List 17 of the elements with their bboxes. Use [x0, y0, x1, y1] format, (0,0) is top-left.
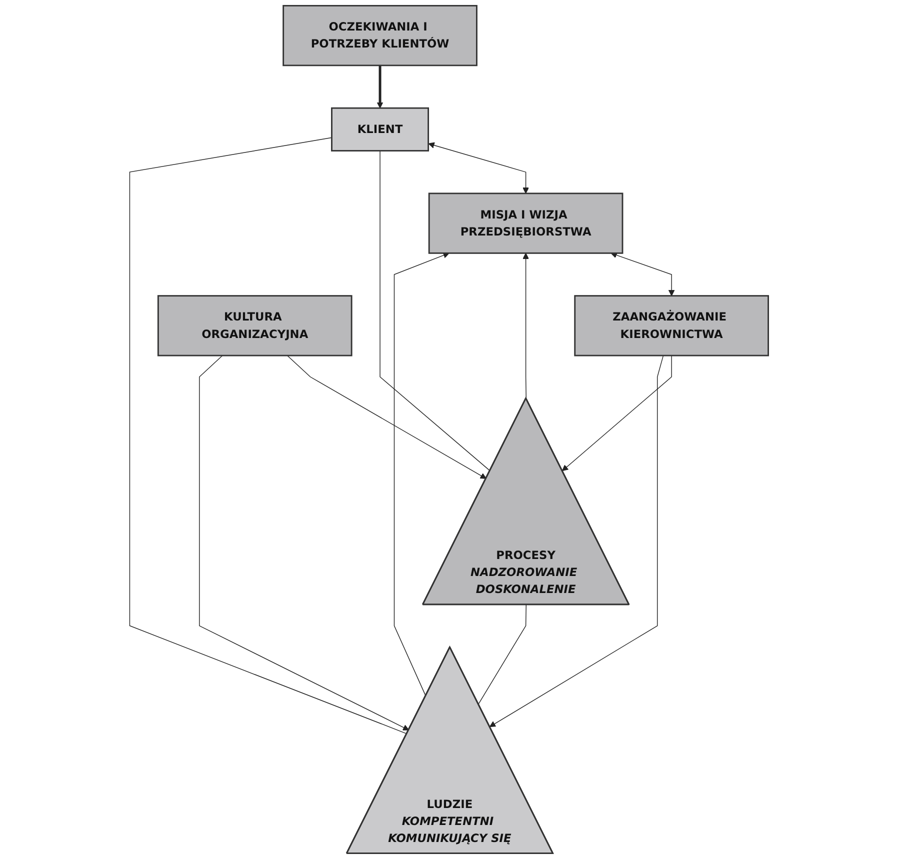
node-box: ZAANGAŻOWANIE KIEROWNICTWA — [574, 295, 769, 356]
node-box: KLIENT — [331, 107, 429, 152]
arrow — [522, 252, 529, 399]
arrow — [489, 355, 664, 728]
connector — [380, 150, 490, 472]
arrow — [286, 355, 486, 479]
node-box: KULTURA ORGANIZACYJNA — [157, 295, 352, 356]
connector — [129, 137, 408, 734]
connector — [478, 604, 526, 705]
arrow — [428, 142, 529, 194]
node-box: OCZEKIWANIA I POTRZEBY KLIENTÓW — [282, 4, 478, 66]
arrow — [199, 355, 410, 730]
arrow — [376, 65, 384, 108]
arrow — [562, 355, 672, 472]
arrow — [394, 252, 450, 696]
node-box: MISJA I WIZJA PRZEDSIĘBIORSTWA — [428, 192, 624, 254]
arrow — [610, 252, 675, 296]
